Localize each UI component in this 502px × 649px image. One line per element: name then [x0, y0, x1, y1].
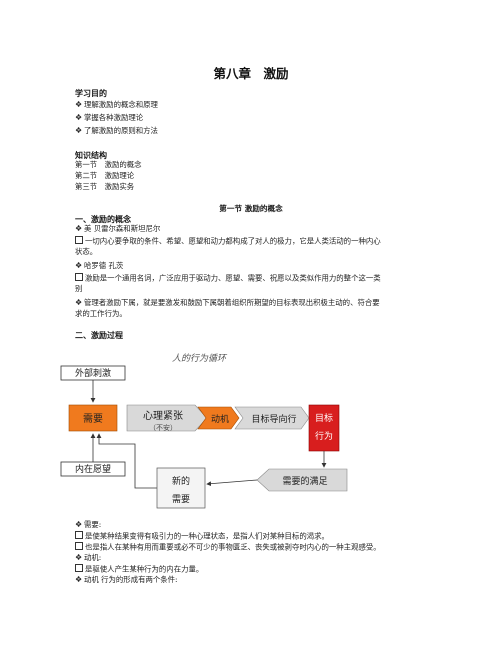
goal-behavior-box — [308, 404, 340, 452]
external-stimulus-label: 外部刺激 — [75, 367, 111, 379]
tension-sublabel: （不安） — [149, 423, 177, 432]
diamond-bullet-icon: ❖ — [75, 553, 83, 562]
text-line: 状态。 — [75, 247, 98, 256]
text-line: ❖动机 行为的形成有两个条件: — [75, 575, 178, 584]
page-title: 第八章 激励 — [213, 66, 289, 81]
objective-item: ❖理解激励的概念和原理 — [75, 100, 158, 109]
diagram-title: 人的行为循环 — [172, 354, 227, 364]
new-need-label-2: 需要 — [172, 494, 190, 505]
text-line: ❖哈罗德 孔茨 — [75, 261, 124, 270]
diamond-bullet-icon: ❖ — [75, 298, 83, 307]
objective-item: ❖了解激励的原则和方法 — [75, 126, 158, 135]
internal-desire-box — [60, 461, 126, 477]
objective-item: ❖掌握各种激励理论 — [75, 113, 144, 122]
diamond-bullet-icon: ❖ — [75, 113, 83, 122]
objectives-heading: 学习目的 — [75, 88, 107, 98]
need-satisfied-label: 需要的满足 — [282, 475, 327, 487]
need-box — [68, 404, 118, 432]
subsection-heading: 二、激励过程 — [75, 330, 123, 340]
text-line: ❖美 贝雷尔森和斯坦尼尔 — [75, 224, 161, 233]
text-line: 一切内心要争取的条件、希望、愿望和动力都构成了对人的极力，它是人类活动的一种内心 — [75, 236, 381, 247]
feedback-arrow — [96, 433, 157, 489]
goal-behavior-label-2: 行为 — [315, 430, 333, 442]
text-line: 求的工作行为。 — [75, 309, 127, 318]
structure-item: 第二节 激励理论 — [75, 171, 135, 180]
arrow-line — [206, 479, 258, 487]
structure-heading: 知识结构 — [75, 150, 107, 160]
tension-label: 心理紧张 — [143, 410, 183, 422]
motive-shape — [197, 406, 240, 430]
checkbox-bullet-icon — [75, 531, 83, 539]
diamond-bullet-icon: ❖ — [75, 520, 83, 529]
need-satisfied-shape — [256, 468, 348, 492]
new-need-label-1: 新的 — [172, 475, 190, 487]
goal-behavior-label-1: 目标 — [315, 412, 333, 424]
structure-item: 第一节 激励的概念 — [75, 160, 142, 169]
checkbox-bullet-icon — [75, 236, 83, 244]
checkbox-bullet-icon — [75, 564, 83, 572]
diamond-bullet-icon: ❖ — [75, 100, 83, 109]
motive-label: 动机 — [211, 413, 229, 425]
goal-directed-label: 目标导向行 — [251, 413, 296, 425]
diamond-bullet-icon: ❖ — [75, 224, 83, 233]
goal-directed-shape — [234, 406, 310, 430]
text-line: 是驱使人产生某种行为的内在力量。 — [75, 564, 203, 575]
text-line: 激励是一个通用名词，广泛应用于驱动力、愿望、需要、祝愿以及类似作用力的整个这一类 — [75, 273, 381, 284]
section-title: 第一节 激励的概念 — [219, 204, 283, 213]
text-line: ❖管理者激励下属，就是要激发和鼓励下属朝着组织所期望的目标表现出积极主动的、符合… — [75, 298, 380, 307]
text-line: 也是指人在某种有用而重要或必不可少的事物匮乏、丧失或被剥夺时内心的一种主观感受。 — [75, 542, 381, 553]
structure-item: 第三节 激励实务 — [75, 182, 135, 191]
checkbox-bullet-icon — [75, 542, 83, 550]
need-label: 需要 — [83, 413, 103, 425]
internal-desire-label: 内在愿望 — [75, 463, 111, 475]
subsection-heading: 一、激励的概念 — [75, 214, 131, 224]
text-line: 别 — [75, 284, 83, 293]
new-need-box — [156, 467, 206, 509]
diamond-bullet-icon: ❖ — [75, 126, 83, 135]
text-line: ❖需要: — [75, 520, 102, 529]
diamond-bullet-icon: ❖ — [75, 575, 83, 584]
behavior-cycle-diagram: 外部刺激 需要 心理紧张 （不安） 动机 目标导向行 目标 行为 内在愿望 新的… — [60, 365, 348, 509]
text-line: ❖动机: — [75, 553, 102, 562]
diamond-bullet-icon: ❖ — [75, 261, 83, 270]
text-line: 是使某种结果变得有吸引力的一种心理状态，是指人们对某种目标的渴求。 — [75, 531, 329, 542]
checkbox-bullet-icon — [75, 273, 83, 281]
